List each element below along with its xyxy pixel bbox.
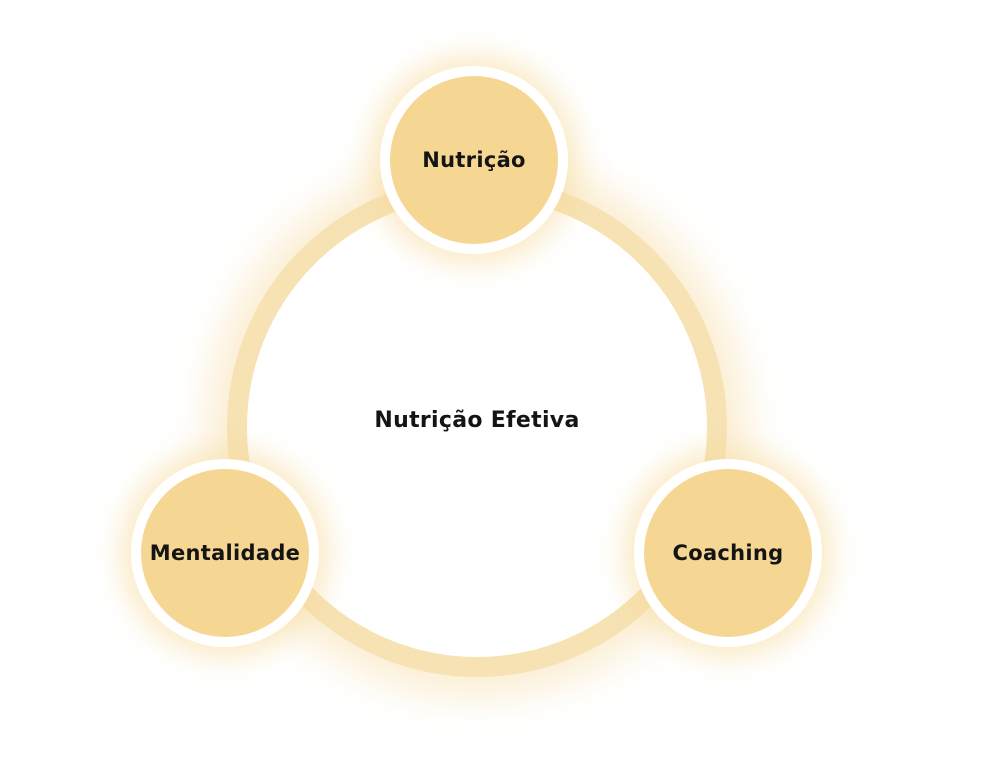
center-label: Nutrição Efetiva	[374, 408, 580, 433]
node-mentalidade-label: Mentalidade	[149, 541, 301, 565]
node-mentalidade-fill: Mentalidade	[141, 469, 309, 637]
node-mentalidade: Mentalidade	[131, 459, 319, 647]
node-coaching-fill: Coaching	[644, 469, 812, 637]
node-nutricao-label: Nutrição	[422, 148, 526, 172]
node-nutricao-fill: Nutrição	[390, 76, 558, 244]
node-nutricao: Nutrição	[380, 66, 568, 254]
node-coaching-label: Coaching	[672, 541, 784, 565]
node-coaching: Coaching	[634, 459, 822, 647]
